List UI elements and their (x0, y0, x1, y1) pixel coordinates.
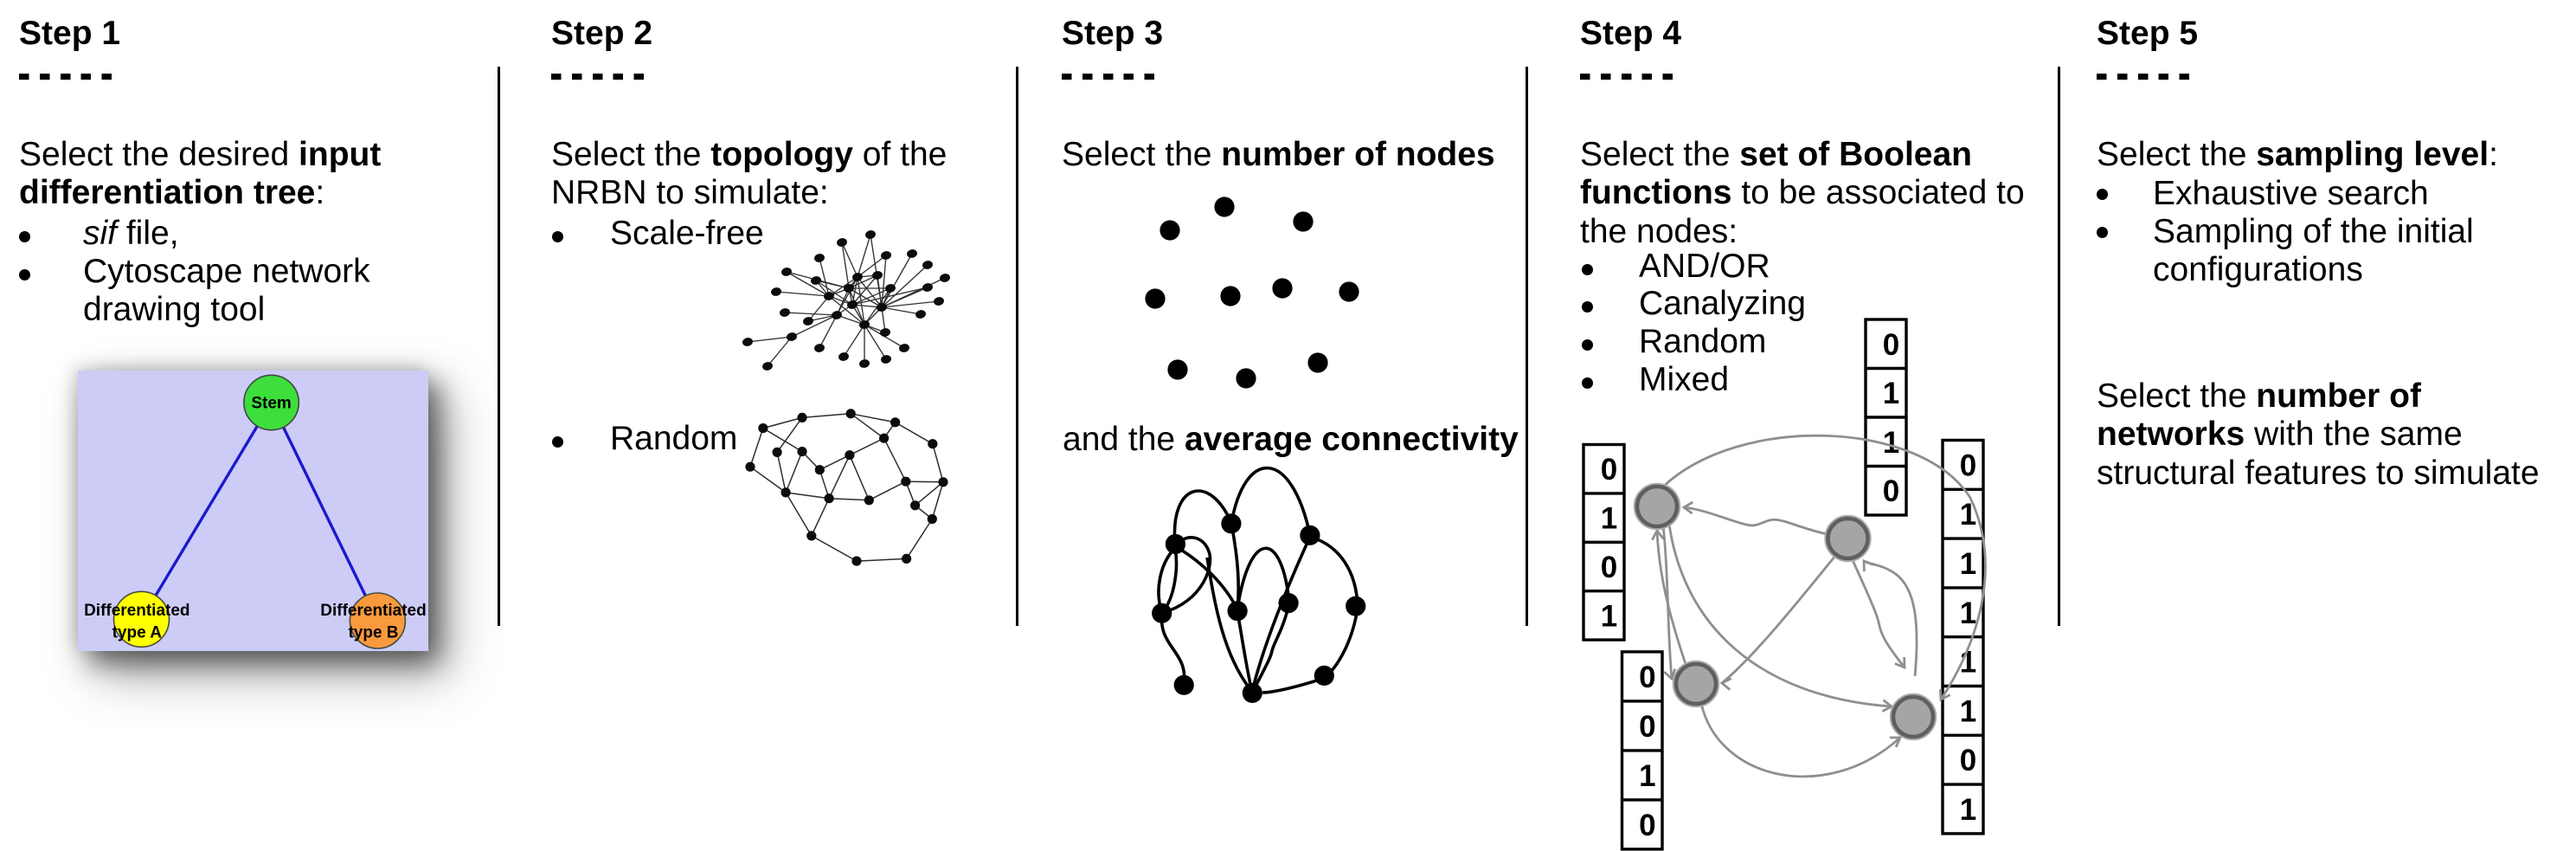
svg-text:1: 1 (1883, 377, 1899, 410)
svg-text:0: 0 (1639, 661, 1655, 694)
svg-text:0: 0 (1601, 551, 1617, 584)
svg-text:1: 1 (1639, 759, 1655, 793)
svg-text:1: 1 (1601, 599, 1617, 633)
svg-text:0: 0 (1601, 453, 1617, 487)
svg-text:0: 0 (1639, 710, 1655, 744)
svg-text:Differentiated: Differentiated (320, 602, 426, 620)
svg-text:1: 1 (1601, 502, 1617, 536)
svg-text:1: 1 (1960, 694, 1976, 728)
svg-text:0: 0 (1639, 809, 1655, 842)
svg-text:1: 1 (1960, 547, 1976, 581)
svg-text:1: 1 (1960, 793, 1976, 827)
svg-text:1: 1 (1883, 426, 1899, 460)
svg-text:0: 0 (1960, 744, 1976, 777)
svg-text:0: 0 (1883, 328, 1899, 362)
svg-text:1: 1 (1960, 646, 1976, 680)
svg-text:1: 1 (1960, 596, 1976, 630)
svg-text:Differentiated: Differentiated (84, 602, 190, 620)
svg-text:type B: type B (348, 623, 398, 641)
svg-text:type A: type A (112, 623, 163, 641)
svg-text:Stem: Stem (251, 395, 291, 413)
svg-text:0: 0 (1960, 448, 1976, 482)
svg-text:1: 1 (1960, 498, 1976, 532)
svg-text:0: 0 (1883, 474, 1899, 508)
